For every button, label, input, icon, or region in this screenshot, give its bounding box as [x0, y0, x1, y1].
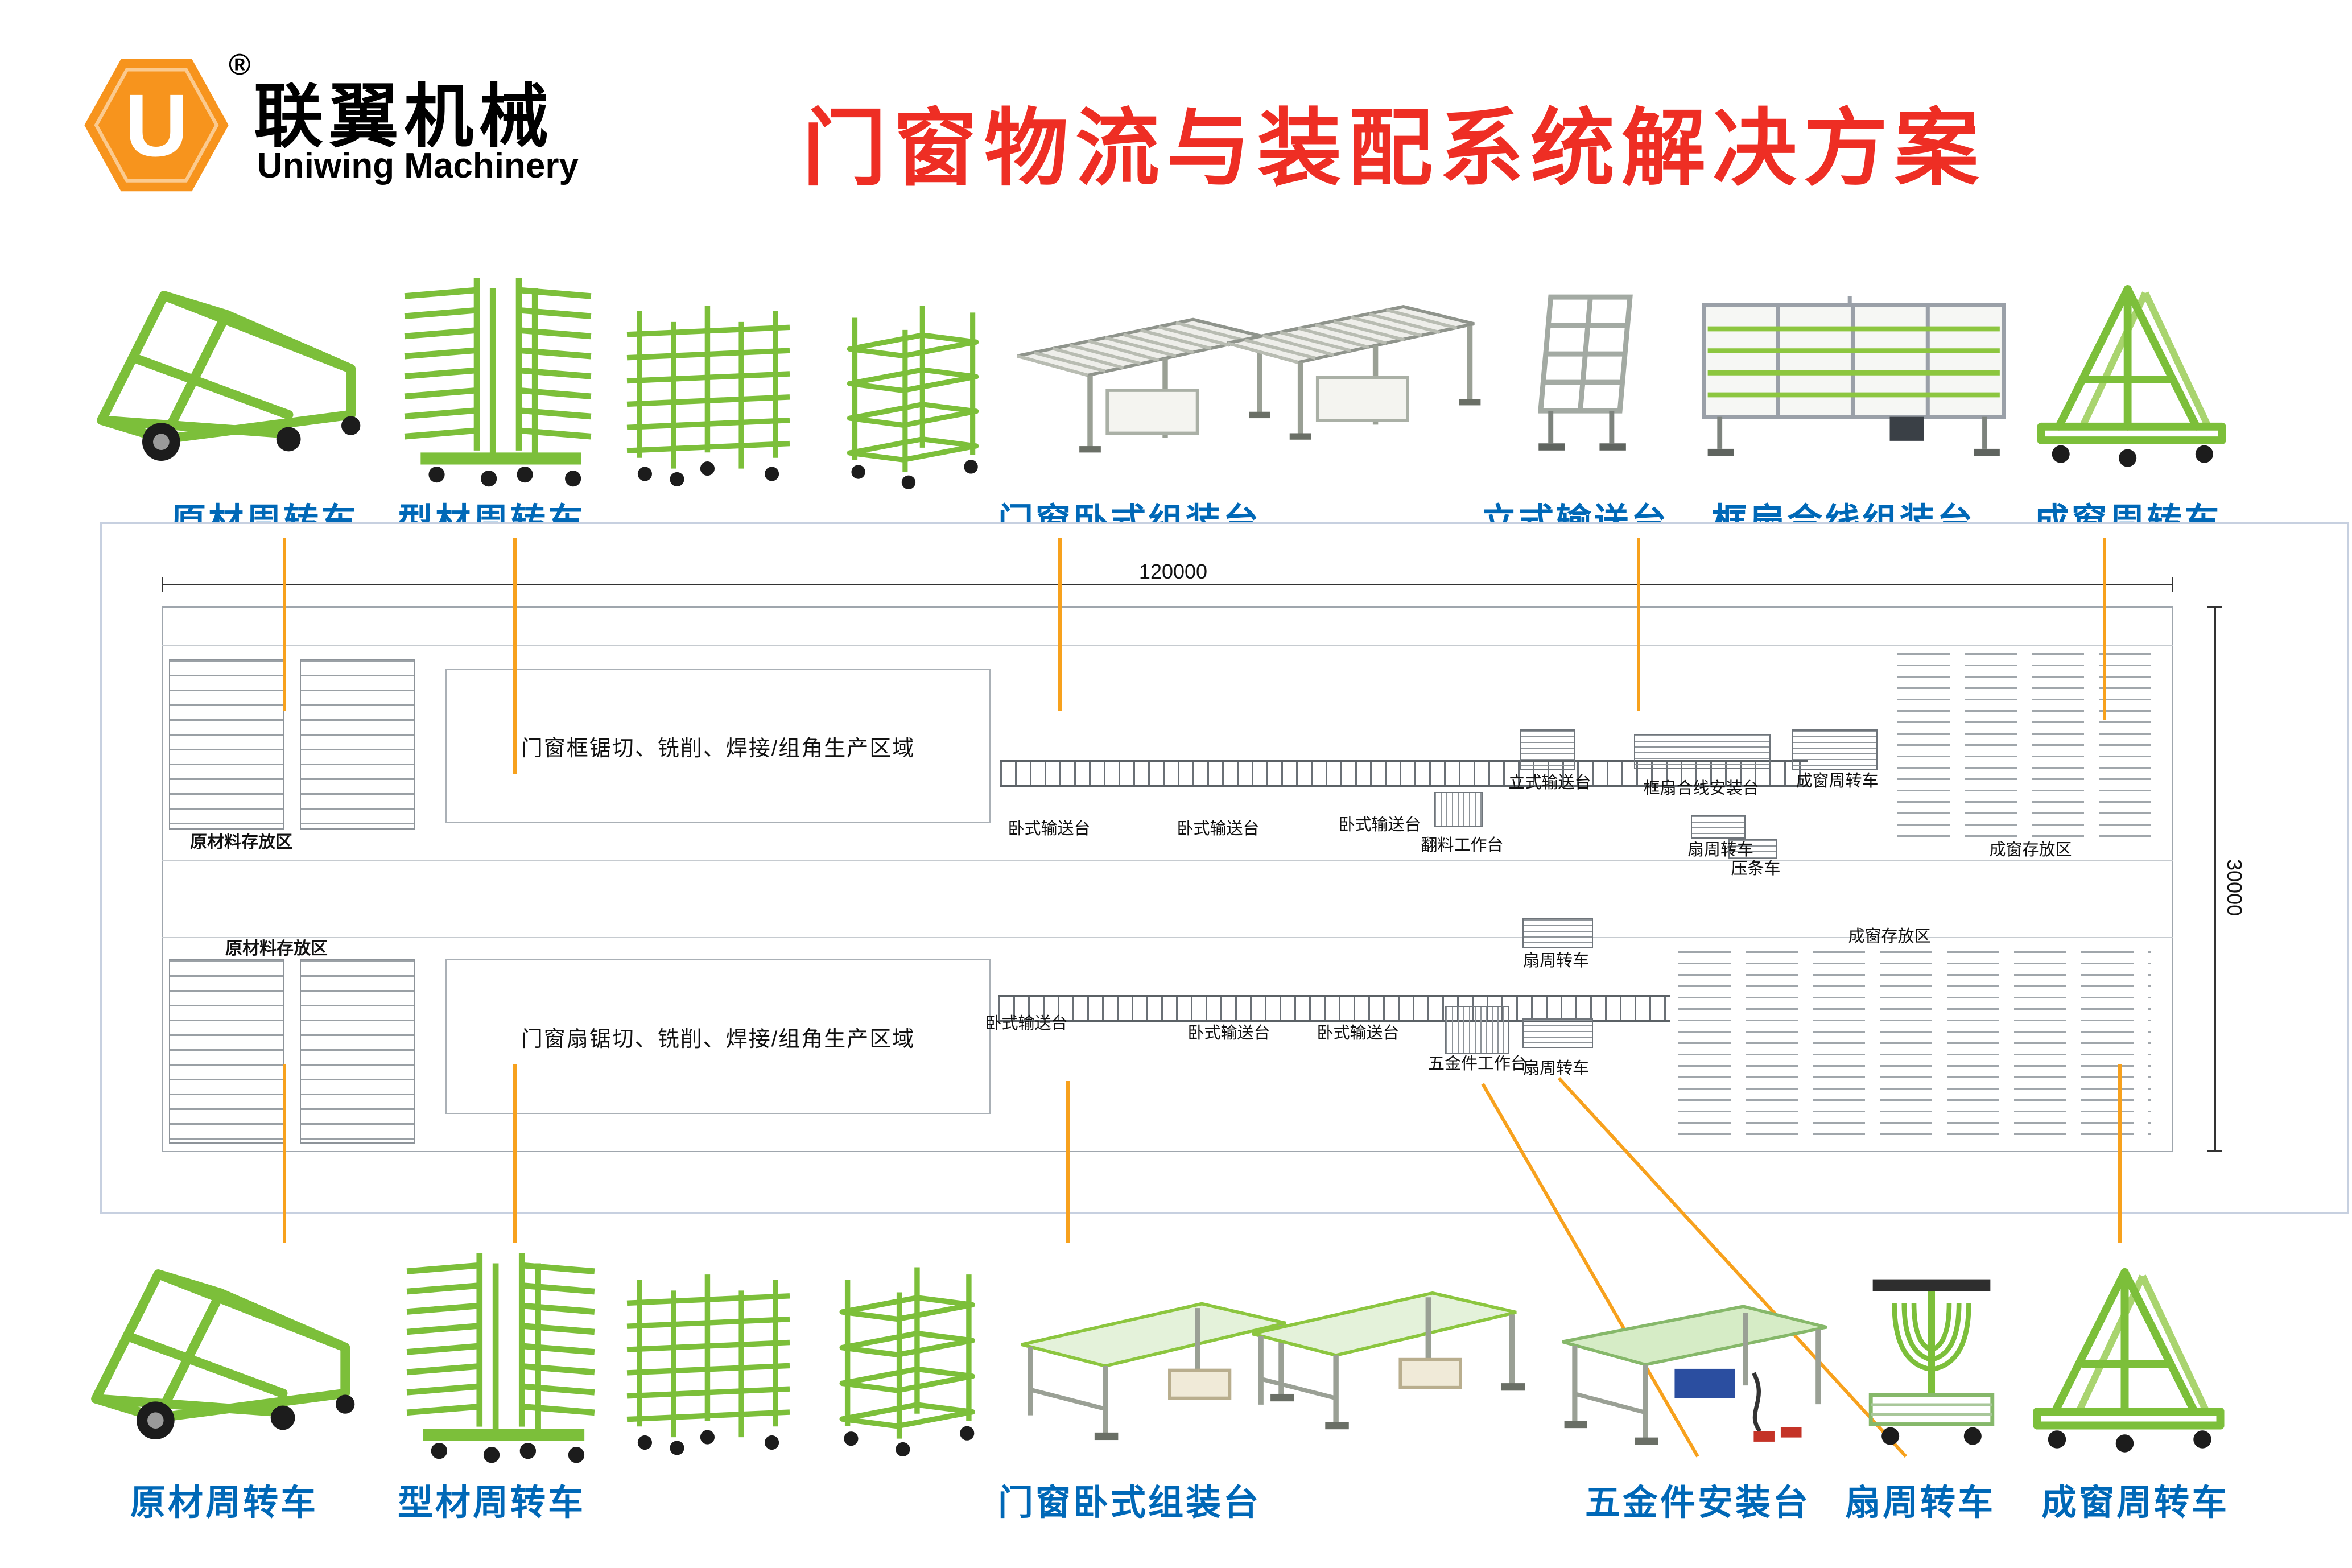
finished-window-cart-plan-box: [1792, 729, 1878, 770]
production-area-line2: 门窗扇锯切、铣削、焊接/组角生产区域: [445, 959, 991, 1114]
station-label: 卧式输送台: [985, 1014, 1068, 1033]
production-area-line1-label: 门窗框锯切、铣削、焊接/组角生产区域: [521, 736, 915, 761]
sash-transfer-cart-illustration: [1843, 1266, 2020, 1459]
sash-cart-plan-box: [1522, 1018, 1593, 1048]
profile-rack-cart-illustration: [393, 1243, 609, 1465]
horizontal-assembly-table-illustration: [998, 1272, 1545, 1459]
station-label: 成窗存放区: [1989, 841, 2072, 859]
profile-rack-cart-illustration: [393, 267, 603, 489]
station-label: 翻料工作台: [1421, 836, 1504, 855]
raw-material-rack-group: [300, 659, 415, 830]
dim-tick: [2207, 606, 2222, 608]
brand-name-cn: 联翼机械: [254, 78, 554, 155]
station-label: 卧式输送台: [1177, 820, 1260, 838]
finished-window-cart-illustration: [2025, 276, 2242, 475]
hexagon-logo-icon: U: [84, 59, 229, 192]
finished-window-cart-illustration: [2020, 1260, 2242, 1459]
shelf-cart-illustration: [822, 1260, 987, 1456]
station-label: 五金件工作台: [1427, 1055, 1528, 1073]
flip-worktable-plan-box: [1434, 792, 1483, 827]
station-label: 卧式输送台: [1187, 1024, 1270, 1042]
station-label: 成窗周转车: [1796, 772, 1879, 790]
production-area-line1: 门窗框锯切、铣削、焊接/组角生产区域: [445, 669, 991, 823]
dim-height-line: [2214, 606, 2216, 1152]
bottom-label-hardware-install-table: 五金件安装台: [1584, 1483, 1810, 1522]
raw-material-rack-group: [169, 959, 284, 1144]
station-label: 成窗存放区: [1848, 927, 1931, 946]
bottom-label-horizontal-assembly-table: 门窗卧式组装台: [997, 1483, 1261, 1522]
bottom-label-sash-cart: 扇周转车: [1845, 1483, 1995, 1522]
hardware-install-table-illustration: [1542, 1277, 1849, 1459]
bottom-label-raw-material-cart: 原材周转车: [130, 1483, 318, 1522]
sash-cart-plan-box: [1691, 815, 1746, 839]
company-logo: U: [80, 54, 233, 196]
vertical-conveyor-illustration: [1516, 282, 1658, 475]
station-label: 立式输送台: [1508, 774, 1591, 792]
plan-outline: [162, 606, 2173, 1152]
finished-window-storage-grid: [1897, 653, 2165, 839]
station-label: 扇周转车: [1687, 841, 1754, 859]
brand-name-en: Uniwing Machinery: [257, 146, 579, 185]
dim-height-label: 30000: [2223, 859, 2246, 917]
raw-material-cart-illustration: [85, 273, 370, 478]
profile-rack-variant-illustration: [614, 1266, 802, 1456]
storage-area-label-line1: 原材料存放区: [190, 833, 292, 852]
plan-band-line: [162, 860, 2173, 861]
dim-tick: [2207, 1150, 2222, 1152]
raw-material-rack-group: [169, 659, 284, 830]
vertical-conveyor-plan-box: [1520, 729, 1575, 770]
page-title: 门窗物流与装配系统解决方案: [802, 102, 1986, 196]
station-label: 卧式输送台: [1338, 816, 1421, 834]
registered-trademark: ®: [229, 48, 251, 81]
station-label: 框扇合线安装台: [1643, 779, 1759, 798]
svg-text:U: U: [125, 76, 188, 175]
production-area-line2-label: 门窗扇锯切、铣削、焊接/组角生产区域: [521, 1027, 915, 1051]
conveyor-line2: [998, 995, 1670, 1022]
finished-window-storage-grid: [1678, 951, 2151, 1145]
station-label: 扇周转车: [1522, 1059, 1590, 1078]
bottom-label-finished-window-cart: 成窗周转车: [2041, 1483, 2229, 1522]
profile-rack-variant-illustration: [612, 299, 805, 486]
dim-tick: [162, 577, 163, 592]
plan-band-line: [162, 645, 2173, 646]
storage-area-label-line2: 原材料存放区: [225, 939, 328, 958]
bead-cart-plan-box: [1728, 839, 1777, 859]
station-label: 卧式输送台: [1317, 1024, 1400, 1042]
station-label: 扇周转车: [1522, 952, 1590, 970]
dim-width-label: 120000: [1138, 560, 1208, 583]
dim-tick: [2172, 577, 2173, 592]
plan-band-line: [162, 937, 2173, 938]
dim-width-line: [162, 584, 2173, 585]
frame-sash-line-assembly-illustration: [1690, 284, 2020, 472]
bottom-label-profile-cart: 型材周转车: [397, 1483, 585, 1522]
raw-material-cart-illustration: [80, 1252, 364, 1456]
sash-cart-plan-box: [1522, 918, 1593, 948]
frame-sash-install-plan-box: [1634, 734, 1771, 769]
shelf-cart-illustration: [831, 299, 990, 489]
station-label: 卧式输送台: [1008, 820, 1091, 838]
station-label: 压条车: [1731, 860, 1781, 878]
raw-material-rack-group: [300, 959, 415, 1144]
horizontal-assembly-table-illustration: [998, 287, 1482, 475]
hardware-worktable-plan-box: [1445, 1006, 1509, 1054]
